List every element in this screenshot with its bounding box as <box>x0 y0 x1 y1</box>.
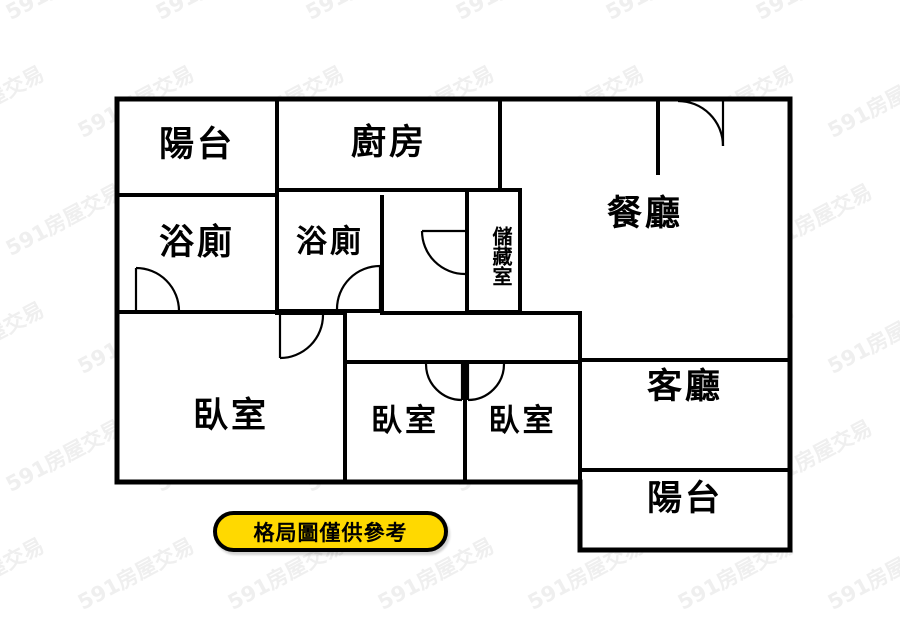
door-swings <box>134 99 725 402</box>
room-label-storage-room: 儲藏室 <box>489 226 513 286</box>
unit-floor-fill <box>117 99 790 550</box>
door-bedroom-right <box>466 363 506 402</box>
room-label-bathroom-mid: 浴廁 <box>296 224 364 260</box>
door-bedroom-left <box>278 314 325 360</box>
disclaimer-badge: 格局圖僅供參考 <box>213 511 448 552</box>
room-label-kitchen: 廚房 <box>350 123 427 163</box>
door-entrance <box>677 99 725 147</box>
door-bedroom-mid <box>424 363 464 402</box>
door-storage-room <box>420 229 466 276</box>
room-label-bedroom-mid: 臥室 <box>371 403 439 439</box>
disclaimer-label: 格局圖僅供參考 <box>253 520 408 545</box>
door-bathroom-mid <box>335 264 382 310</box>
room-label-balcony-top-left: 陽台 <box>158 125 235 165</box>
door-bathroom-left <box>134 266 181 312</box>
room-label-balcony-bottom: 陽台 <box>646 479 723 519</box>
interior-walls <box>115 97 792 484</box>
wall-storage-room <box>465 188 522 314</box>
room-label-dining-room: 餐廳 <box>606 194 683 234</box>
outer-walls <box>114 96 793 553</box>
room-label-living-room: 客廳 <box>646 367 723 407</box>
room-label-bedroom-right: 臥室 <box>488 403 557 439</box>
room-label-bedroom-left: 臥室 <box>192 396 269 436</box>
room-label-bathroom-left: 浴廁 <box>158 223 235 263</box>
